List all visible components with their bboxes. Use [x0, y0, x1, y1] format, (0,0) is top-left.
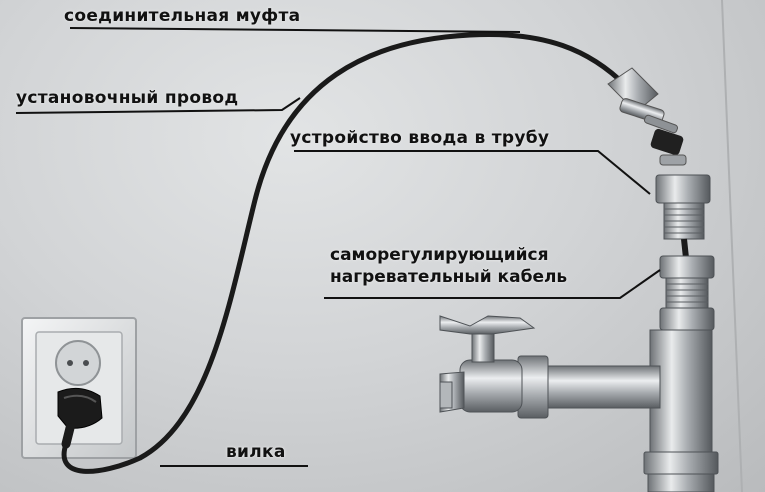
horizontal-pipe [517, 355, 661, 419]
installation-cable [61, 31, 629, 474]
label-heating-cable-line2: нагревательный кабель [330, 267, 568, 287]
pipe-entry-fitting [655, 174, 711, 240]
label-installation-wire: установочный провод [16, 88, 239, 108]
plug [57, 387, 103, 449]
wall-corner [721, 0, 743, 492]
label-heating-cable: саморегулирующийся нагревательный кабель [330, 244, 567, 288]
label-coupling: соединительная муфта [64, 6, 301, 26]
pipe-nut [659, 255, 715, 309]
label-heating-cable-line1: саморегулирующийся [330, 245, 549, 265]
leader-lines [15, 27, 661, 467]
vertical-pipe [643, 307, 719, 492]
coupling-fittings [607, 67, 687, 166]
water-tap [439, 315, 536, 413]
heating-cable [681, 238, 689, 259]
label-pipe-entry-device: устройство ввода в трубу [290, 128, 550, 148]
label-plug: вилка [226, 442, 286, 462]
